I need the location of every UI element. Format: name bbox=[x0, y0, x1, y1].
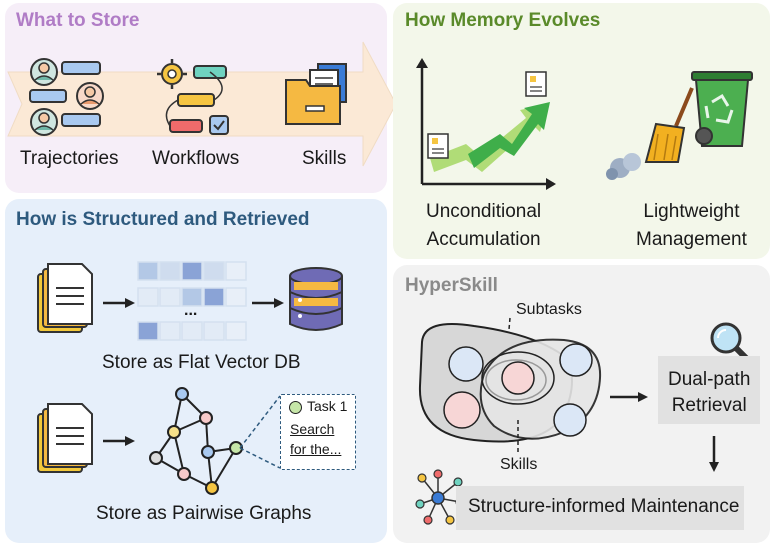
accumulation-chart-icon bbox=[416, 58, 556, 190]
dual-path-retrieval-box bbox=[658, 356, 760, 424]
trajectories-icon bbox=[29, 58, 104, 136]
recycle-bin-broom-icon bbox=[606, 71, 753, 180]
trajectories-label: Trajectories bbox=[20, 148, 119, 169]
callout-task: Task 1 bbox=[307, 398, 348, 414]
hyper-arrow-right bbox=[610, 392, 648, 402]
flat-arrow-2 bbox=[252, 298, 284, 308]
lightweight-management-label: Lightweight Management bbox=[636, 198, 747, 254]
what-to-store-title: What to Store bbox=[16, 10, 140, 31]
dual-path-text: Dual-path bbox=[668, 369, 751, 390]
flat-arrow-1 bbox=[103, 298, 135, 308]
pairwise-graph bbox=[149, 387, 243, 495]
document-stack-icon bbox=[37, 263, 93, 333]
hypergraph bbox=[418, 317, 602, 452]
hyper-arrow-down bbox=[709, 436, 719, 472]
graph-arrow bbox=[103, 436, 135, 446]
subtasks-label: Subtasks bbox=[516, 301, 582, 318]
maintenance-box bbox=[456, 486, 744, 530]
database-icon bbox=[289, 267, 343, 331]
vector-grid bbox=[137, 261, 247, 341]
accumulation-text: Accumulation bbox=[426, 229, 541, 250]
callout-line2: for the... bbox=[290, 441, 342, 457]
hyperskill-title: HyperSkill bbox=[405, 275, 498, 296]
unconditional-text: Unconditional bbox=[426, 201, 542, 222]
workflows-icon bbox=[157, 59, 229, 135]
management-text: Management bbox=[636, 229, 747, 250]
workflows-label: Workflows bbox=[152, 148, 240, 169]
pairwise-graphs-label: Store as Pairwise Graphs bbox=[96, 503, 312, 524]
document-stack-icon-2 bbox=[37, 403, 93, 473]
structured-retrieved-panel bbox=[5, 199, 387, 543]
unconditional-accumulation-label: Unconditional Accumulation bbox=[426, 198, 541, 254]
skills-hyper-label: Skills bbox=[500, 456, 538, 473]
skills-folder-icon bbox=[285, 63, 347, 125]
skills-label: Skills bbox=[302, 148, 347, 169]
callout-line1: Search bbox=[290, 421, 335, 437]
lightweight-text: Lightweight bbox=[643, 201, 740, 222]
callout-connector bbox=[239, 395, 281, 469]
dual-path-retrieval-label: Dual-path Retrieval bbox=[668, 367, 750, 419]
maintenance-label: Structure-informed Maintenance bbox=[468, 496, 740, 517]
task-dot-icon bbox=[289, 401, 302, 414]
structured-retrieved-title: How is Structured and Retrieved bbox=[16, 209, 310, 230]
retrieval-text: Retrieval bbox=[671, 395, 747, 416]
memory-evolves-title: How Memory Evolves bbox=[405, 10, 601, 31]
vector-grid-ellipsis: ... bbox=[184, 302, 198, 319]
flat-vector-db-label: Store as Flat Vector DB bbox=[102, 352, 301, 373]
